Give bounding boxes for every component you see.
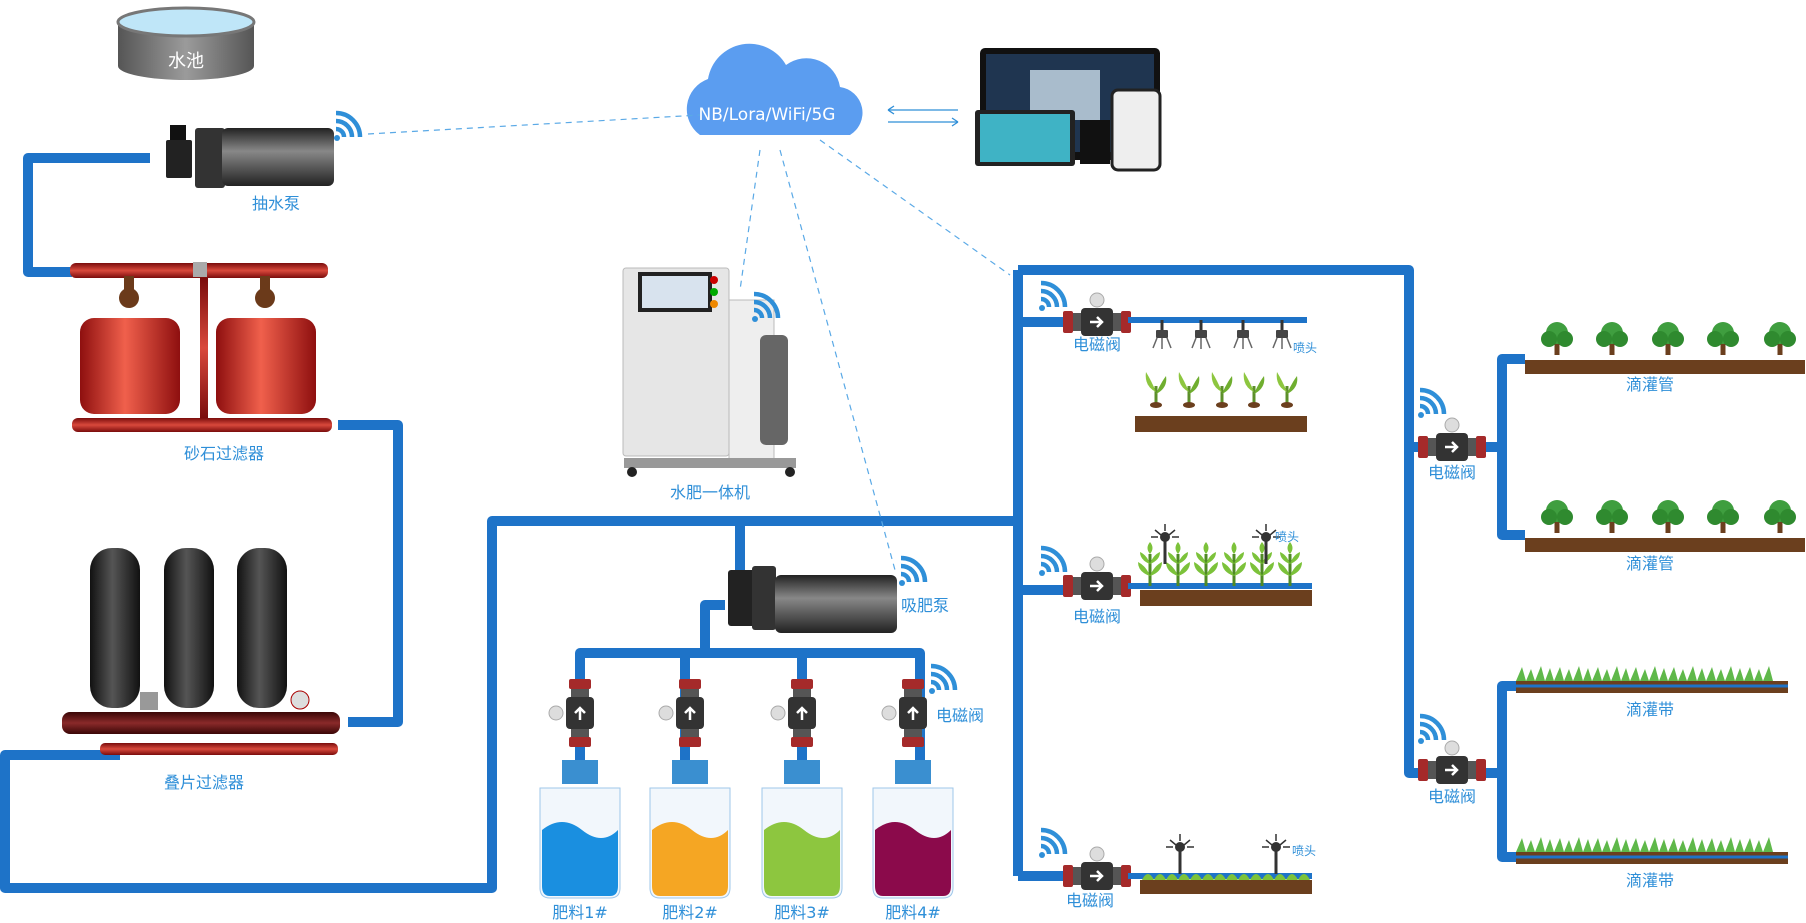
wifi-signal-icon bbox=[1039, 548, 1065, 576]
sprinkler-icon bbox=[1261, 833, 1291, 875]
fert-tank-2 bbox=[649, 760, 731, 899]
valve-arrow-icon bbox=[1416, 739, 1488, 786]
main-pipes bbox=[0, 153, 1525, 893]
tree-icon bbox=[1652, 500, 1684, 533]
valve-arrow-icon bbox=[1416, 416, 1488, 463]
right-valves: 电磁阀 电磁阀 bbox=[1416, 390, 1488, 806]
drip-pipe-1-label: 滴灌管 bbox=[1626, 375, 1674, 394]
nozzle-3-label: 喷头 bbox=[1292, 844, 1316, 858]
tree-icon bbox=[1707, 500, 1739, 533]
drip-tape-zones: 滴灌带 滴灌带 bbox=[1516, 666, 1788, 890]
sand-filter: 砂石过滤器 bbox=[70, 262, 332, 463]
valve-arrow-icon bbox=[657, 677, 706, 749]
zone-sprinkler-1: 喷头 电磁阀 bbox=[1039, 283, 1317, 432]
integrated-machine: 水肥一体机 bbox=[622, 267, 796, 502]
wifi-signal-icon bbox=[1418, 716, 1444, 744]
fertilizer-tanks: 肥料1# 肥料2# 肥料3# 肥料4# bbox=[539, 760, 954, 922]
tree-icon bbox=[1596, 500, 1628, 533]
sprinkler-icon bbox=[1165, 833, 1195, 875]
fert-3-label: 肥料3# bbox=[774, 903, 830, 922]
fert-tank-1 bbox=[539, 760, 621, 899]
valve-2-label: 电磁阀 bbox=[1073, 607, 1121, 626]
zone-sprinkler-3: 喷头 电磁阀 bbox=[1039, 830, 1316, 910]
valve-right-1-label: 电磁阀 bbox=[1428, 463, 1476, 482]
network-links bbox=[367, 114, 1011, 571]
drip-tape-1-label: 滴灌带 bbox=[1626, 700, 1674, 719]
valve-arrow-icon bbox=[1061, 555, 1133, 602]
monitoring-devices bbox=[975, 48, 1162, 172]
wifi-signal-icon bbox=[1039, 283, 1065, 311]
fert-2-label: 肥料2# bbox=[662, 903, 718, 922]
grass-icon bbox=[1516, 666, 1773, 681]
tree-icon bbox=[1652, 322, 1684, 355]
valve-1-label: 电磁阀 bbox=[1073, 335, 1121, 354]
tree-icon bbox=[1707, 322, 1739, 355]
wifi-signal-icon bbox=[1418, 390, 1444, 418]
suction-pump: 吸肥泵 bbox=[728, 558, 949, 633]
nozzle-2-label: 喷头 bbox=[1275, 530, 1299, 544]
network-cloud: NB/Lora/WiFi/5G bbox=[686, 43, 959, 135]
valve-arrow-icon bbox=[1061, 845, 1133, 892]
disc-filter: 叠片过滤器 bbox=[62, 548, 340, 792]
valve-arrow-icon bbox=[769, 677, 818, 749]
disc-filter-label: 叠片过滤器 bbox=[164, 773, 244, 792]
fertilizer-valves: 电磁阀 bbox=[547, 666, 984, 749]
valve-right-2-label: 电磁阀 bbox=[1428, 787, 1476, 806]
tree-icon bbox=[1541, 322, 1573, 355]
wifi-signal-icon bbox=[1039, 830, 1065, 858]
tree-icon bbox=[1764, 500, 1796, 533]
network-label: NB/Lora/WiFi/5G bbox=[699, 105, 836, 125]
drip-pipe-2-label: 滴灌管 bbox=[1626, 554, 1674, 573]
fert-valve-label: 电磁阀 bbox=[936, 706, 984, 725]
drip-pipe-zones: 滴灌管 滴灌管 bbox=[1525, 322, 1805, 573]
main-pump: 抽水泵 bbox=[166, 113, 360, 213]
nozzle-1-label: 喷头 bbox=[1293, 341, 1317, 355]
fert-1-label: 肥料1# bbox=[552, 903, 608, 922]
sprinkler-icon bbox=[1152, 319, 1172, 350]
sprinkler-icon bbox=[1272, 319, 1292, 350]
sprinkler-icon bbox=[1191, 319, 1211, 350]
valve-arrow-icon bbox=[880, 677, 929, 749]
fert-tank-4 bbox=[872, 760, 954, 899]
grass-icon bbox=[1516, 837, 1773, 852]
wifi-signal-icon bbox=[334, 113, 360, 141]
suction-pump-label: 吸肥泵 bbox=[901, 596, 949, 615]
wifi-signal-icon bbox=[929, 666, 955, 694]
sand-filter-label: 砂石过滤器 bbox=[184, 444, 264, 463]
fert-4-label: 肥料4# bbox=[885, 903, 941, 922]
drip-tape-2-label: 滴灌带 bbox=[1626, 871, 1674, 890]
fert-tank-3 bbox=[761, 760, 843, 899]
integrated-machine-label: 水肥一体机 bbox=[670, 483, 750, 502]
tree-icon bbox=[1596, 322, 1628, 355]
sprinkler-icon bbox=[1233, 319, 1253, 350]
tree-icon bbox=[1764, 322, 1796, 355]
wifi-signal-icon bbox=[899, 558, 925, 586]
tree-icon bbox=[1541, 500, 1573, 533]
water-pool: 水池 bbox=[116, 6, 256, 80]
pool-label: 水池 bbox=[168, 51, 204, 72]
valve-arrow-icon bbox=[547, 677, 596, 749]
pump-label: 抽水泵 bbox=[252, 194, 300, 213]
valve-3-label: 电磁阀 bbox=[1066, 891, 1114, 910]
valve-arrow-icon bbox=[1061, 291, 1133, 338]
zone-sprinkler-2: 喷头 电磁阀 bbox=[1039, 523, 1312, 626]
